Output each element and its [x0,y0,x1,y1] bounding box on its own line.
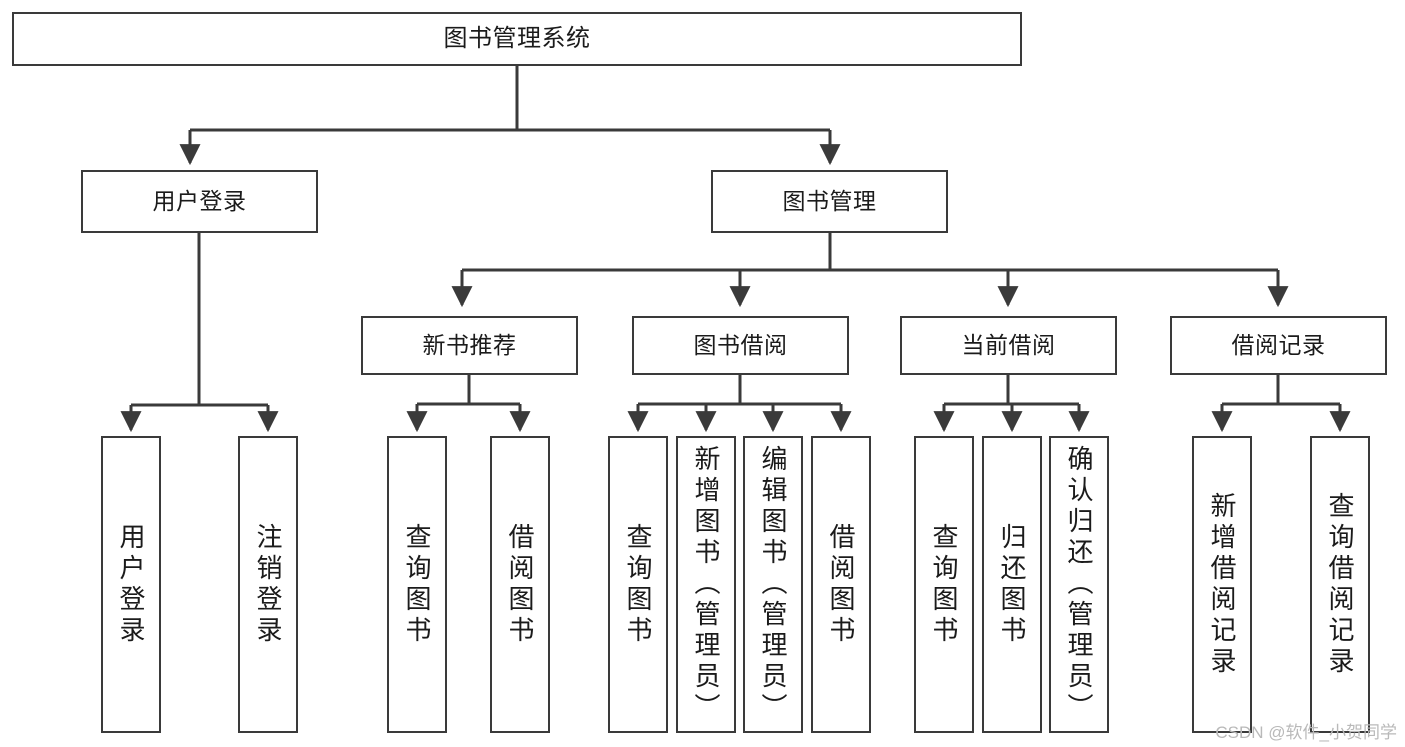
leaf-borrow-book-1-label: 借阅图书 [505,522,535,647]
node-user-login[interactable]: 用户登录 [81,170,318,233]
leaf-borrow-book-2[interactable]: 借阅图书 [811,436,871,733]
watermark: CSDN @软件_小贺同学 [1215,723,1397,742]
leaf-query-book-3-label: 查询图书 [929,522,959,647]
leaf-return-book[interactable]: 归还图书 [982,436,1042,733]
node-new-book-recommend[interactable]: 新书推荐 [361,316,578,375]
leaf-borrow-book-2-label: 借阅图书 [826,522,856,647]
leaf-confirm-return[interactable]: 确认归还（管理员） [1049,436,1109,733]
leaf-borrow-book-1[interactable]: 借阅图书 [490,436,550,733]
node-book-borrow[interactable]: 图书借阅 [632,316,849,375]
leaf-user-logout-label: 注销登录 [253,522,283,647]
leaf-add-book[interactable]: 新增图书（管理员） [676,436,736,733]
node-borrow-record-label: 借阅记录 [1231,331,1326,358]
node-root-label: 图书管理系统 [443,24,591,52]
node-new-book-recommend-label: 新书推荐 [422,331,517,358]
leaf-user-logout[interactable]: 注销登录 [238,436,298,733]
leaf-confirm-return-label: 确认归还（管理员） [1064,445,1094,724]
leaf-user-login[interactable]: 用户登录 [101,436,161,733]
leaf-query-book-2[interactable]: 查询图书 [608,436,668,733]
leaf-edit-book[interactable]: 编辑图书（管理员） [743,436,803,733]
leaf-query-book-1[interactable]: 查询图书 [387,436,447,733]
leaf-add-record[interactable]: 新增借阅记录 [1192,436,1252,733]
node-borrow-record[interactable]: 借阅记录 [1170,316,1387,375]
leaf-add-record-label: 新增借阅记录 [1207,491,1237,678]
node-root[interactable]: 图书管理系统 [12,12,1022,66]
leaf-query-book-2-label: 查询图书 [623,522,653,647]
node-current-borrow-label: 当前借阅 [961,331,1056,358]
leaf-add-book-label: 新增图书（管理员） [691,445,721,724]
node-book-manage-label: 图书管理 [782,187,877,214]
leaf-query-book-3[interactable]: 查询图书 [914,436,974,733]
node-current-borrow[interactable]: 当前借阅 [900,316,1117,375]
node-user-login-label: 用户登录 [152,187,247,214]
leaf-query-record[interactable]: 查询借阅记录 [1310,436,1370,733]
leaf-return-book-label: 归还图书 [997,522,1027,647]
node-book-borrow-label: 图书借阅 [693,331,788,358]
node-book-manage[interactable]: 图书管理 [711,170,948,233]
leaf-query-book-1-label: 查询图书 [402,522,432,647]
leaf-query-record-label: 查询借阅记录 [1325,491,1355,678]
leaf-user-login-label: 用户登录 [116,522,146,647]
leaf-edit-book-label: 编辑图书（管理员） [758,445,788,724]
